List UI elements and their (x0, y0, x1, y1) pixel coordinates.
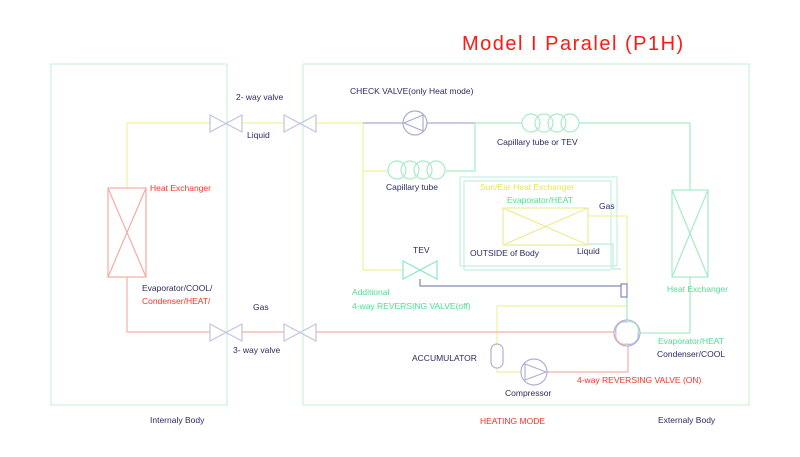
external-role-cool-label: Condenser/COOL (657, 349, 726, 359)
accumulator-icon (490, 343, 504, 369)
filter-drier-icon (620, 283, 628, 298)
check-valve-icon (402, 110, 428, 136)
compressor-icon (520, 358, 548, 386)
four-way-reversing-valve-icon (613, 319, 641, 347)
gas-green-lines (446, 122, 691, 334)
liquid-lines (126, 122, 628, 373)
service-valve-liquid-icon (283, 114, 317, 133)
internal-role-heat-label: Condenser/HEAT/ (142, 296, 211, 306)
gas-port-label: Gas (253, 302, 269, 312)
reversing-valve-on-label: 4-way REVERSING VALVE (ON) (577, 375, 702, 385)
additional-label: Additional (352, 287, 390, 297)
sun-ear-gas-label: Gas (599, 201, 615, 211)
hot-gas-lines (126, 277, 629, 373)
three-way-valve-icon (209, 323, 243, 342)
three-way-valve-label: 3- way valve (233, 345, 281, 355)
accumulator-label: ACCUMULATOR (412, 353, 477, 363)
capillary-tube-or-tev-icon (521, 113, 580, 133)
two-way-valve-label: 2- way valve (236, 92, 284, 102)
external-heat-exchanger-label: Heat Exchanger (667, 284, 728, 294)
two-way-valve-icon (209, 114, 243, 133)
external-unit-box (302, 63, 750, 406)
internal-role-cool-label: Evaporator/COOL/ (142, 283, 213, 293)
sun-ear-caption: OUTSIDE of Body (470, 248, 539, 258)
sun-ear-role-label: Evaporator/HEAT (507, 195, 573, 205)
internal-heat-exchanger-icon (107, 187, 147, 278)
check-valve-label: CHECK VALVE(only Heat mode) (350, 86, 474, 96)
tev-valve-icon (402, 260, 438, 280)
capillary-tube-label: Capillary tube (386, 182, 438, 192)
liquid-port-label: Liquid (247, 130, 270, 140)
sun-ear-box (459, 176, 618, 267)
diagram-title: Model I Paralel (P1H) (462, 33, 685, 55)
sun-ear-title: Sun/Ear Heat Exchanger (480, 182, 575, 192)
external-role-heat-label: Evaporator/HEAT (658, 336, 724, 346)
internal-unit-box (50, 63, 228, 406)
capillary-tube-icon (387, 160, 446, 180)
compressor-label: Compressor (505, 388, 552, 398)
tev-outlet-line (419, 279, 621, 287)
sun-ear-liquid-label: Liquid (577, 246, 600, 256)
service-valve-gas-icon (283, 323, 317, 342)
external-heat-exchanger-icon (671, 189, 709, 278)
sun-ear-heat-exchanger-icon (502, 207, 589, 246)
internal-unit-caption: Internaly Body (150, 415, 205, 425)
internal-heat-exchanger-label: Heat Exchanger (150, 183, 211, 193)
reversing-valve-off-label: 4-way REVERSING VALVE(off) (352, 301, 471, 311)
heating-mode-label: HEATING MODE (480, 416, 546, 426)
sun-ear-liquid-line (588, 243, 621, 270)
external-unit-caption: Externaly Body (658, 415, 716, 425)
sun-ear-box-inner (463, 180, 612, 271)
capillary-tube-or-tev-label: Capillary tube or TEV (497, 137, 578, 147)
tev-label: TEV (413, 245, 430, 255)
